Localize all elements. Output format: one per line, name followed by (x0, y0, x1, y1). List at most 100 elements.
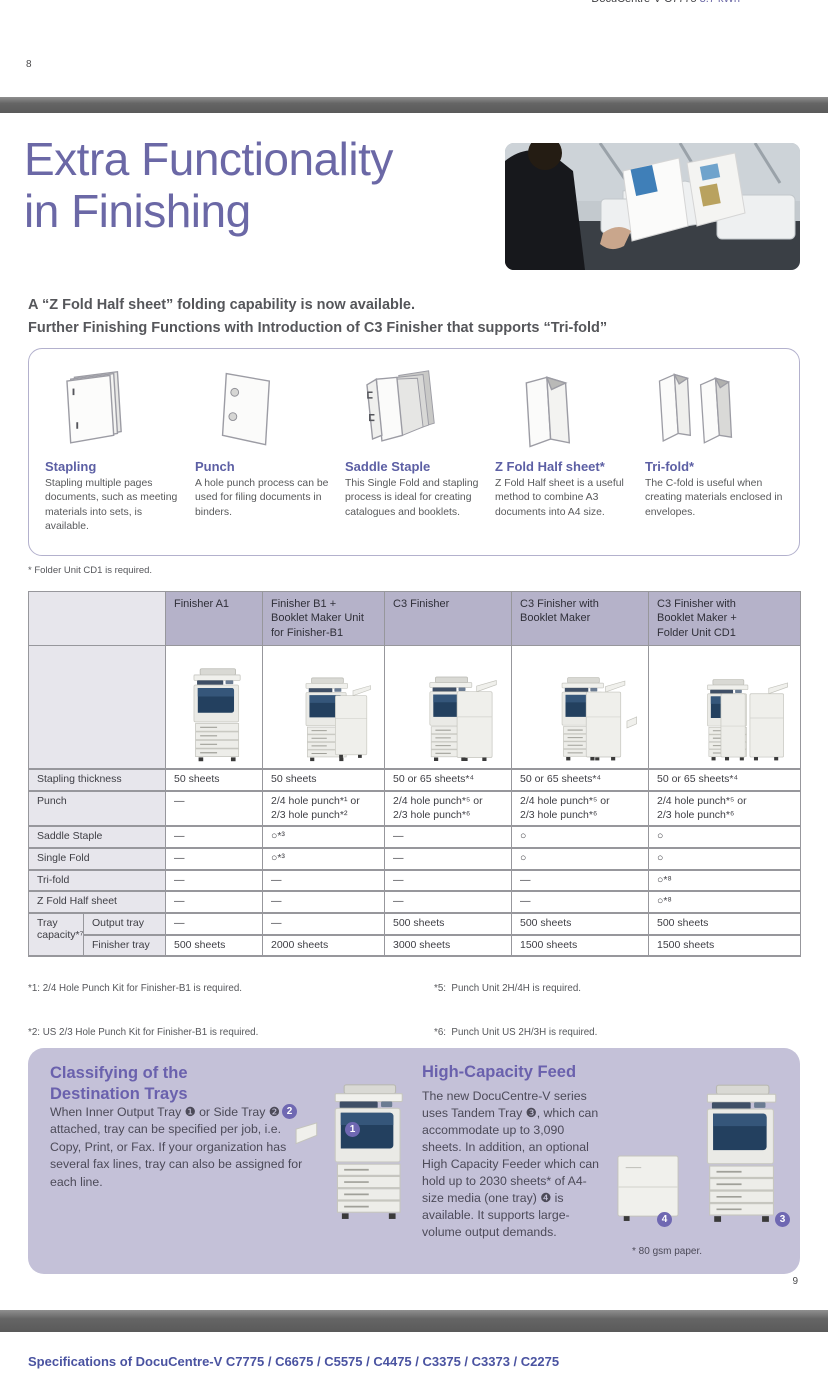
features-footnote: * Folder Unit CD1 is required. (28, 565, 153, 576)
footnote: *1: 2/4 Hole Punch Kit for Finisher-B1 i… (28, 982, 243, 994)
table-cell: 500 sheets (648, 911, 801, 936)
row-label: Punch (28, 790, 166, 828)
feature-stapling-title: Stapling (45, 459, 97, 474)
footnote: *5: Punch Unit 2H/4H is required. (434, 982, 582, 994)
table-cell: 50 or 65 sheets*⁴ (648, 768, 801, 793)
table-cell: 500 sheets (511, 911, 649, 936)
row-label: Tri-fold (28, 868, 166, 893)
column-c3-booklet-maker: C3 Finisher with Booklet Maker (511, 591, 649, 646)
row-label: Stapling thickness (28, 768, 166, 793)
specifications-footer-title: Specifications of DocuCentre-V C7775 / C… (28, 1354, 560, 1369)
feature-z-fold-title: Z Fold Half sheet* (495, 459, 605, 474)
feature-saddle-staple-title: Saddle Staple (345, 459, 431, 474)
table-cell: ○ (511, 825, 649, 849)
header-model-energy: DocuCentre-V C7775 3.7 kWh (591, 0, 740, 5)
saddle-stapled-booklet-icon (345, 365, 483, 457)
table-row: Stapling thickness 50 sheets 50 sheets 5… (28, 768, 801, 793)
table-cell: — (384, 825, 512, 849)
classifying-trays-title-line1: Classifying of the (50, 1064, 188, 1082)
table-cell: 50 sheets (262, 768, 385, 793)
header-energy-value: 3.7 kWh (700, 0, 740, 5)
copier-with-inner-output-tray-photo (294, 1056, 418, 1256)
table-cell: — (165, 846, 263, 871)
high-capacity-feed-title: High-Capacity Feed (422, 1063, 577, 1081)
feature-stapling: Stapling Stapling multiple pages documen… (45, 365, 183, 545)
product-image-row (28, 644, 801, 770)
table-cell: ○ (511, 846, 649, 871)
table-cell: 2/4 hole punch*¹ or 2/3 hole punch*² (262, 790, 385, 828)
table-row: Tray capacity*⁷ Output tray — — 500 shee… (28, 911, 801, 958)
feature-tri-fold-desc: The C-fold is useful when creating mater… (645, 478, 783, 518)
table-cell: — (262, 890, 385, 914)
table-cell: ○*⁸ (648, 890, 801, 914)
finisher-comparison-table: Finisher A1 Finisher B1 + Booklet Maker … (28, 591, 801, 958)
row-label: Saddle Staple (28, 825, 166, 849)
badge-inner-output-tray-1: 1 (345, 1122, 360, 1137)
page-title: Extra Functionality in Finishing (24, 133, 393, 237)
subtitle-line1: A “Z Fold Half sheet” folding capability… (28, 297, 415, 313)
high-capacity-feed-body: The new DocuCentre-V series uses Tandem … (422, 1089, 600, 1239)
table-cell: 50 or 65 sheets*⁴ (511, 768, 649, 793)
table-cell: — (262, 911, 385, 936)
subtitle-line2: Further Finishing Functions with Introdu… (28, 320, 608, 337)
badge-high-capacity-feeder-4: 4 (657, 1212, 672, 1227)
feature-stapling-desc: Stapling multiple pages documents, such … (45, 478, 178, 533)
table-cell: 500 sheets (384, 911, 512, 936)
stapled-pages-icon (45, 365, 183, 457)
table-corner-cell (28, 591, 166, 646)
column-finisher-b1: Finisher B1 + Booklet Maker Unit for Fin… (262, 591, 385, 646)
table-cell: — (165, 911, 263, 936)
column-c3-finisher: C3 Finisher (384, 591, 512, 646)
finisher-b1-copier-photo (262, 644, 385, 770)
gsm-footnote: * 80 gsm paper. (632, 1246, 703, 1257)
table-cell: ○*³ (262, 825, 385, 849)
image-row-label-cell (28, 644, 166, 770)
classifying-trays-body: When Inner Output Tray ❶ or Side Tray ❷ … (50, 1105, 303, 1189)
row-label: Finisher tray (83, 933, 166, 958)
hero-photo-illustration (505, 143, 800, 270)
table-cell: — (511, 868, 649, 893)
table-cell: 1500 sheets (511, 933, 649, 958)
tray-capacity-group-label: Tray capacity*⁷ (28, 911, 84, 958)
table-cell: — (511, 890, 649, 914)
table-cell: 500 sheets (165, 933, 263, 958)
table-cell: 50 or 65 sheets*⁴ (384, 768, 512, 793)
top-divider-bar (0, 97, 828, 113)
page-number-9: 9 (792, 1276, 798, 1287)
feature-saddle-staple-desc: This Single Fold and stapling process is… (345, 478, 479, 518)
table-cell: 2/4 hole punch*⁵ or 2/3 hole punch*⁶ (511, 790, 649, 828)
table-row: Finisher tray 500 sheets 2000 sheets 300… (29, 933, 801, 958)
classifying-trays-title: Classifying of the Destination Trays (50, 1063, 188, 1104)
row-label: Output tray (83, 911, 166, 936)
table-row: Punch — 2/4 hole punch*¹ or 2/3 hole pun… (28, 790, 801, 828)
table-cell: — (165, 825, 263, 849)
feature-punch-title: Punch (195, 459, 235, 474)
feature-saddle-staple: Saddle Staple This Single Fold and stapl… (345, 365, 483, 545)
table-cell: — (384, 868, 512, 893)
classifying-trays-title-line2: Destination Trays (50, 1084, 188, 1103)
footnote: *2: US 2/3 Hole Punch Kit for Finisher-B… (28, 1027, 259, 1039)
page-subtitle: A “Z Fold Half sheet” folding capability… (28, 294, 607, 340)
feature-z-fold-desc: Z Fold Half sheet is a useful method to … (495, 478, 624, 518)
table-cell: 2000 sheets (262, 933, 385, 958)
tri-fold-sheet-icon (645, 365, 783, 457)
column-c3-folder-unit: C3 Finisher with Booklet Maker + Folder … (648, 591, 801, 646)
table-cell: — (384, 846, 512, 871)
table-cell: ○*⁸ (648, 868, 801, 893)
table-row: Tri-fold — — — — ○*⁸ (28, 868, 801, 893)
page-title-line1: Extra Functionality (24, 133, 393, 185)
table-row: Saddle Staple — ○*³ — ○ ○ (28, 825, 801, 849)
feature-tri-fold-title: Tri-fold* (645, 459, 695, 474)
table-cell: 2/4 hole punch*⁵ or 2/3 hole punch*⁶ (648, 790, 801, 828)
table-cell: ○*³ (262, 846, 385, 871)
table-header-row: Finisher A1 Finisher B1 + Booklet Maker … (28, 591, 801, 646)
feature-tri-fold: Tri-fold* The C-fold is useful when crea… (645, 365, 783, 545)
hero-photo (505, 143, 800, 270)
table-cell: — (165, 868, 263, 893)
table-cell: — (165, 890, 263, 914)
c3-finisher-with-booklet-maker-folder-unit-copier-photo (648, 644, 801, 770)
table-cell: 1500 sheets (648, 933, 801, 958)
column-finisher-a1: Finisher A1 (165, 591, 263, 646)
row-label: Z Fold Half sheet (28, 890, 166, 914)
feature-z-fold: Z Fold Half sheet* Z Fold Half sheet is … (495, 365, 633, 545)
